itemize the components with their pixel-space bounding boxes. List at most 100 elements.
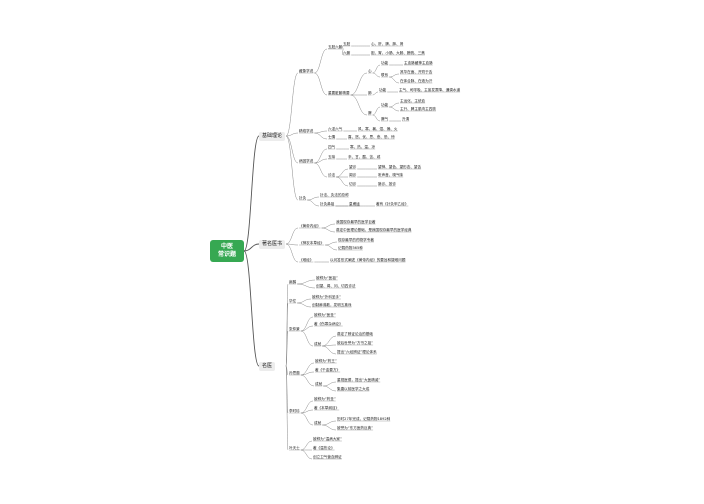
edge-zhenjiu bbox=[285, 135, 299, 201]
node-lisz3a[interactable]: 历时27年完成，记载药物1892种 bbox=[337, 417, 391, 421]
edge-zhangzj3a bbox=[322, 335, 337, 347]
node-fei[interactable]: 肺 bbox=[368, 91, 372, 95]
node-zhenjiu2b[interactable]: 著有《针灸甲乙经》 bbox=[376, 202, 409, 206]
node-zhenjiu1[interactable]: 针法、灸法的总称 bbox=[320, 193, 349, 197]
node-xin2b[interactable]: 在体合脉、在液为汗 bbox=[400, 79, 433, 83]
node-wuwei[interactable]: 五味 bbox=[328, 155, 336, 159]
edge-pi1 bbox=[372, 106, 381, 116]
edge-lisz3a bbox=[322, 420, 337, 426]
node-xin1[interactable]: 功能 bbox=[381, 61, 389, 65]
node-qie1[interactable]: 脉诊、按诊 bbox=[378, 182, 396, 186]
node-wuwei1[interactable]: 辛、甘、酸、苦、咸 bbox=[348, 155, 381, 159]
branch-jichu[interactable]: 基础理论 bbox=[259, 132, 286, 141]
node-wuzang[interactable]: 五脏六腑 bbox=[328, 45, 343, 49]
node-pi2[interactable]: 脾气 bbox=[381, 117, 389, 121]
node-lisz3[interactable]: 成就 bbox=[314, 421, 322, 425]
node-pi2a[interactable]: 升清 bbox=[402, 117, 410, 121]
node-wen1[interactable]: 听声音、嗅气味 bbox=[378, 173, 404, 177]
node-lisz2[interactable]: 著《本草纲目》 bbox=[314, 406, 340, 410]
node-zhenjiu[interactable]: 针灸 bbox=[299, 196, 307, 200]
node-zhenfa[interactable]: 诊法 bbox=[328, 173, 336, 177]
node-wang1[interactable]: 望神、望色、望形态、望舌 bbox=[378, 165, 422, 169]
node-fei1[interactable]: 功能 bbox=[379, 88, 387, 92]
node-liuqi1[interactable]: 风、寒、暑、湿、燥、火 bbox=[358, 127, 398, 131]
node-fei1a[interactable]: 主气、司呼吸、主宣发肃降、通调水道 bbox=[399, 88, 461, 92]
branch-mingyi[interactable]: 名医 bbox=[259, 362, 276, 371]
node-bingyin[interactable]: 病因学说 bbox=[299, 159, 314, 163]
node-zhangzj3[interactable]: 成就 bbox=[314, 342, 322, 346]
edge-zhangzj bbox=[285, 330, 289, 367]
node-zhenjiu2[interactable]: 针灸鼻祖 bbox=[320, 202, 335, 206]
node-liufu1[interactable]: 胆、胃、小肠、大肠、膀胱、三焦 bbox=[371, 51, 425, 55]
node-xin1a[interactable]: 主血脉藏神主血脉 bbox=[404, 61, 433, 65]
node-yetian[interactable]: 叶天士 bbox=[289, 446, 300, 450]
node-zangxiang[interactable]: 藏象学说 bbox=[299, 69, 314, 73]
node-yetian3[interactable]: 创立卫气营血辨证 bbox=[313, 455, 342, 459]
node-huangdi1[interactable]: 我国现存最早的医学巨著 bbox=[336, 220, 376, 224]
edge-huatuo2 bbox=[297, 302, 312, 308]
node-huangdi[interactable]: 《黄帝内经》 bbox=[299, 224, 321, 228]
node-bianque[interactable]: 扁鹊 bbox=[289, 280, 297, 284]
node-zhenjiu2a[interactable]: 皇甫谧 bbox=[349, 202, 360, 206]
node-huangdi2[interactable]: 奠定中医理论基础，是我国现存最早的医学经典 bbox=[336, 228, 412, 232]
node-qie[interactable]: 切诊 bbox=[349, 182, 357, 186]
edge-sunsm2 bbox=[300, 371, 315, 376]
node-pi1a[interactable]: 主运化、主统血 bbox=[400, 99, 426, 103]
node-huatuo2[interactable]: 创制麻沸散，发明五禽戏 bbox=[312, 303, 352, 307]
node-huatuo1[interactable]: 被称为“外科圣手” bbox=[312, 295, 341, 299]
node-wuzang_a1[interactable]: 心、肝、脾、肺、肾 bbox=[371, 42, 404, 46]
edge-lisz3b bbox=[322, 424, 337, 431]
node-yetian1[interactable]: 被称为“温病大家” bbox=[313, 437, 342, 441]
node-bianque2[interactable]: 创望、闻、问、切四诊法 bbox=[316, 284, 356, 288]
node-nanjing1[interactable]: 以问答形式阐述《黄帝内经》的要旨和疑难问题 bbox=[330, 258, 406, 262]
node-xin2[interactable]: 联系 bbox=[381, 73, 389, 77]
node-siqi[interactable]: 四气 bbox=[328, 145, 336, 149]
node-pi1b[interactable]: 主升、脾主肌肉主四肢 bbox=[400, 107, 436, 111]
node-pi1[interactable]: 功能 bbox=[381, 103, 389, 107]
edge-zhenfa bbox=[314, 162, 328, 178]
edge-pi1b bbox=[389, 106, 400, 112]
node-lisz1[interactable]: 被称为“药圣” bbox=[314, 397, 336, 401]
node-qiqing1[interactable]: 喜、怒、忧、思、悲、恐、惊 bbox=[348, 135, 395, 139]
node-sunsm1[interactable]: 被称为“药王” bbox=[315, 359, 337, 363]
node-huatuo[interactable]: 华佗 bbox=[289, 299, 297, 303]
node-zhangzj3a[interactable]: 奠定了辨证论治的基础 bbox=[337, 332, 373, 336]
node-yetian2[interactable]: 著《温热论》 bbox=[313, 446, 335, 450]
node-lisz[interactable]: 李时珍 bbox=[289, 409, 300, 413]
root-connector-0 bbox=[243, 135, 260, 252]
node-shennong1[interactable]: 现存最早的药物学专著 bbox=[338, 238, 374, 242]
node-sunsm[interactable]: 孙思邈 bbox=[289, 371, 300, 375]
node-sunsm3[interactable]: 成就 bbox=[315, 382, 323, 386]
node-zhangzj[interactable]: 张仲景 bbox=[289, 327, 300, 331]
node-zhangzj3c[interactable]: 提出“六经辨证”理论体系 bbox=[337, 350, 377, 354]
node-wang[interactable]: 望诊 bbox=[349, 165, 357, 169]
node-zhangzj2[interactable]: 著《伤寒杂病论》 bbox=[314, 322, 343, 326]
node-sunsm3b[interactable]: 集唐以前医学之大成 bbox=[337, 387, 370, 391]
node-zhangzj3b[interactable]: 被后世誉为“方书之祖” bbox=[337, 341, 374, 345]
node-sunsm3a[interactable]: 重视医德，提出“大医精诚” bbox=[337, 378, 381, 382]
edge-pi2 bbox=[372, 114, 381, 122]
root-node[interactable]: 中医 常识题 bbox=[210, 240, 244, 262]
node-shennong[interactable]: 《神农本草经》 bbox=[299, 241, 325, 245]
edge-bianque1 bbox=[297, 279, 316, 285]
node-sunsm2[interactable]: 著《千金要方》 bbox=[315, 368, 341, 372]
node-jingluo[interactable]: 精络学说 bbox=[299, 129, 314, 133]
node-nanjing[interactable]: 《难经》 bbox=[299, 258, 314, 262]
node-zangfu[interactable]: 重要脏腑精要 bbox=[328, 91, 350, 95]
node-zhangzj1[interactable]: 被称为“医圣” bbox=[314, 313, 336, 317]
node-xin[interactable]: 心 bbox=[368, 69, 372, 73]
node-qiqing[interactable]: 七情 bbox=[328, 135, 336, 139]
node-liuqi[interactable]: 六淫六气 bbox=[328, 127, 343, 131]
edge-shennong2 bbox=[325, 244, 338, 251]
node-bianque1[interactable]: 被称为“医祖” bbox=[316, 276, 338, 280]
node-shennong2[interactable]: 记载药物365种 bbox=[338, 246, 363, 250]
node-lisz3b[interactable]: 被誉为“东方医药巨典” bbox=[337, 426, 374, 430]
node-liufu[interactable]: 六腑 bbox=[343, 51, 351, 55]
node-pi[interactable]: 脾 bbox=[368, 111, 372, 115]
node-siqi1[interactable]: 寒、热、温、凉 bbox=[350, 145, 376, 149]
node-wuzang_a[interactable]: 五脏 bbox=[343, 42, 351, 46]
edge-nanjing bbox=[285, 243, 299, 263]
node-xin2a[interactable]: 其华在面、开窍于舌 bbox=[400, 70, 433, 74]
branch-zhuzhu[interactable]: 著名医书 bbox=[259, 240, 286, 249]
node-wen[interactable]: 闻诊 bbox=[349, 173, 357, 177]
